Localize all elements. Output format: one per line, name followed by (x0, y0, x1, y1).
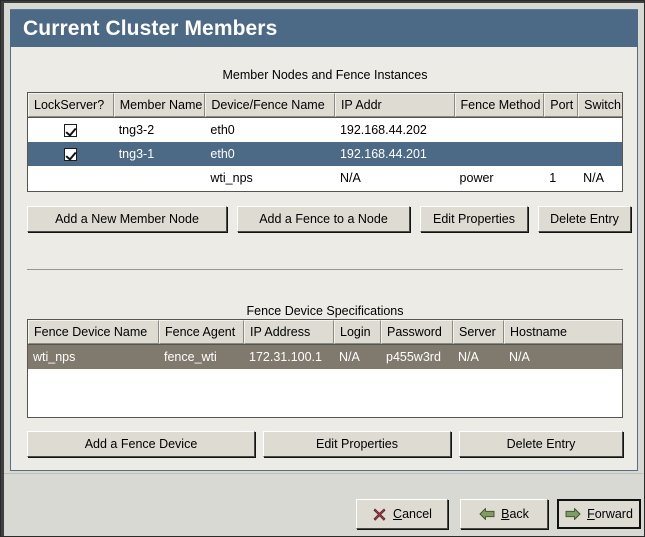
cell-fence-method (455, 118, 545, 142)
table-row[interactable]: wti_nps N/A power 1 N/A (28, 166, 622, 190)
cell-ip-addr: N/A (339, 171, 361, 185)
column-header-member-name[interactable]: Member Name (113, 93, 206, 117)
member-edit-properties-button[interactable]: Edit Properties (420, 206, 528, 232)
cell-fence-method: power (459, 171, 494, 185)
cell-switch (578, 118, 622, 142)
cell-lockserver (28, 166, 114, 190)
column-header-fence-device-name[interactable]: Fence Device Name (28, 320, 159, 344)
lockserver-checkbox[interactable] (64, 147, 78, 161)
cell-login: N/A (339, 350, 360, 364)
table-row[interactable]: tng3-2 eth0 192.168.44.202 (28, 118, 622, 142)
arrow-left-icon (479, 507, 495, 521)
cell-lockserver[interactable] (28, 118, 114, 142)
cell-member-name: tng3-2 (118, 123, 155, 137)
back-button-label: Back (501, 507, 529, 521)
column-header-ip-addr[interactable]: IP Addr (334, 93, 455, 117)
cell-switch: N/A (583, 171, 604, 185)
cell-ip-addr: 192.168.44.202 (339, 123, 427, 137)
column-header-port[interactable]: Port (544, 93, 579, 117)
forward-button-label: Forward (587, 507, 633, 521)
cell-hostname: N/A (509, 350, 530, 364)
close-x-icon (372, 507, 387, 522)
cell-port (544, 142, 578, 166)
column-header-ip-address[interactable]: IP Address (244, 320, 334, 344)
arrow-right-icon (565, 507, 581, 521)
column-header-device-fence-name[interactable]: Device/Fence Name (205, 93, 335, 117)
cell-port (544, 118, 578, 142)
fence-section-title: Fence Device Specifications (246, 304, 404, 318)
column-header-fence-agent[interactable]: Fence Agent (159, 320, 244, 344)
table-row[interactable]: tng3-1 eth0 192.168.44.201 (28, 142, 622, 166)
cell-device-fence-name: eth0 (210, 123, 235, 137)
column-header-server[interactable]: Server (453, 320, 504, 344)
cell-ip-addr: 192.168.44.201 (339, 147, 427, 161)
members-section-title: Member Nodes and Fence Instances (222, 68, 428, 82)
add-fence-to-node-button[interactable]: Add a Fence to a Node (237, 206, 410, 232)
cell-server: N/A (458, 350, 479, 364)
column-header-password[interactable]: Password (381, 320, 453, 344)
back-button[interactable]: Back (460, 499, 548, 529)
cell-password: p455w3rd (386, 350, 441, 364)
add-new-member-node-button[interactable]: Add a New Member Node (27, 206, 227, 232)
column-header-lockserver[interactable]: LockServer? (28, 93, 114, 117)
cell-device-fence-name: eth0 (210, 147, 235, 161)
table-row[interactable]: wti_nps fence_wti 172.31.100.1 N/A p455w… (28, 345, 622, 369)
cell-fence-method (455, 142, 545, 166)
member-nodes-table-header: LockServer? Member Name Device/Fence Nam… (28, 93, 622, 118)
add-fence-device-button[interactable]: Add a Fence Device (27, 431, 255, 457)
cell-port: 1 (549, 171, 557, 185)
cell-ip-address: 172.31.100.1 (249, 350, 322, 364)
page-title: Current Cluster Members (23, 16, 278, 40)
fence-delete-entry-button[interactable]: Delete Entry (459, 431, 623, 457)
section-divider (27, 269, 623, 270)
cell-device-fence-name: wti_nps (210, 171, 253, 185)
fence-device-table[interactable]: Fence Device Name Fence Agent IP Address… (27, 319, 623, 418)
lockserver-checkbox[interactable] (64, 123, 78, 137)
cell-member-name (114, 166, 206, 190)
cell-member-name: tng3-1 (118, 147, 155, 161)
forward-button[interactable]: Forward (557, 499, 641, 529)
cancel-button[interactable]: Cancel (356, 499, 448, 529)
column-header-switch[interactable]: Switch (578, 93, 622, 117)
cell-fence-device-name: wti_nps (33, 350, 76, 364)
fence-edit-properties-button[interactable]: Edit Properties (263, 431, 451, 457)
column-header-hostname[interactable]: Hostname (504, 320, 622, 344)
column-header-fence-method[interactable]: Fence Method (454, 93, 545, 117)
navigation-bar: Cancel Back Forward (4, 473, 643, 536)
cell-fence-agent: fence_wti (164, 350, 217, 364)
member-nodes-table[interactable]: LockServer? Member Name Device/Fence Nam… (27, 92, 623, 192)
cancel-button-label: Cancel (393, 507, 432, 521)
title-bar: Current Cluster Members (10, 9, 638, 47)
member-delete-entry-button[interactable]: Delete Entry (538, 206, 631, 232)
cell-switch (578, 142, 622, 166)
column-header-login[interactable]: Login (334, 320, 381, 344)
content-panel: Member Nodes and Fence Instances LockSer… (10, 47, 638, 471)
fence-device-table-header: Fence Device Name Fence Agent IP Address… (28, 320, 622, 345)
cell-lockserver[interactable] (28, 142, 114, 166)
